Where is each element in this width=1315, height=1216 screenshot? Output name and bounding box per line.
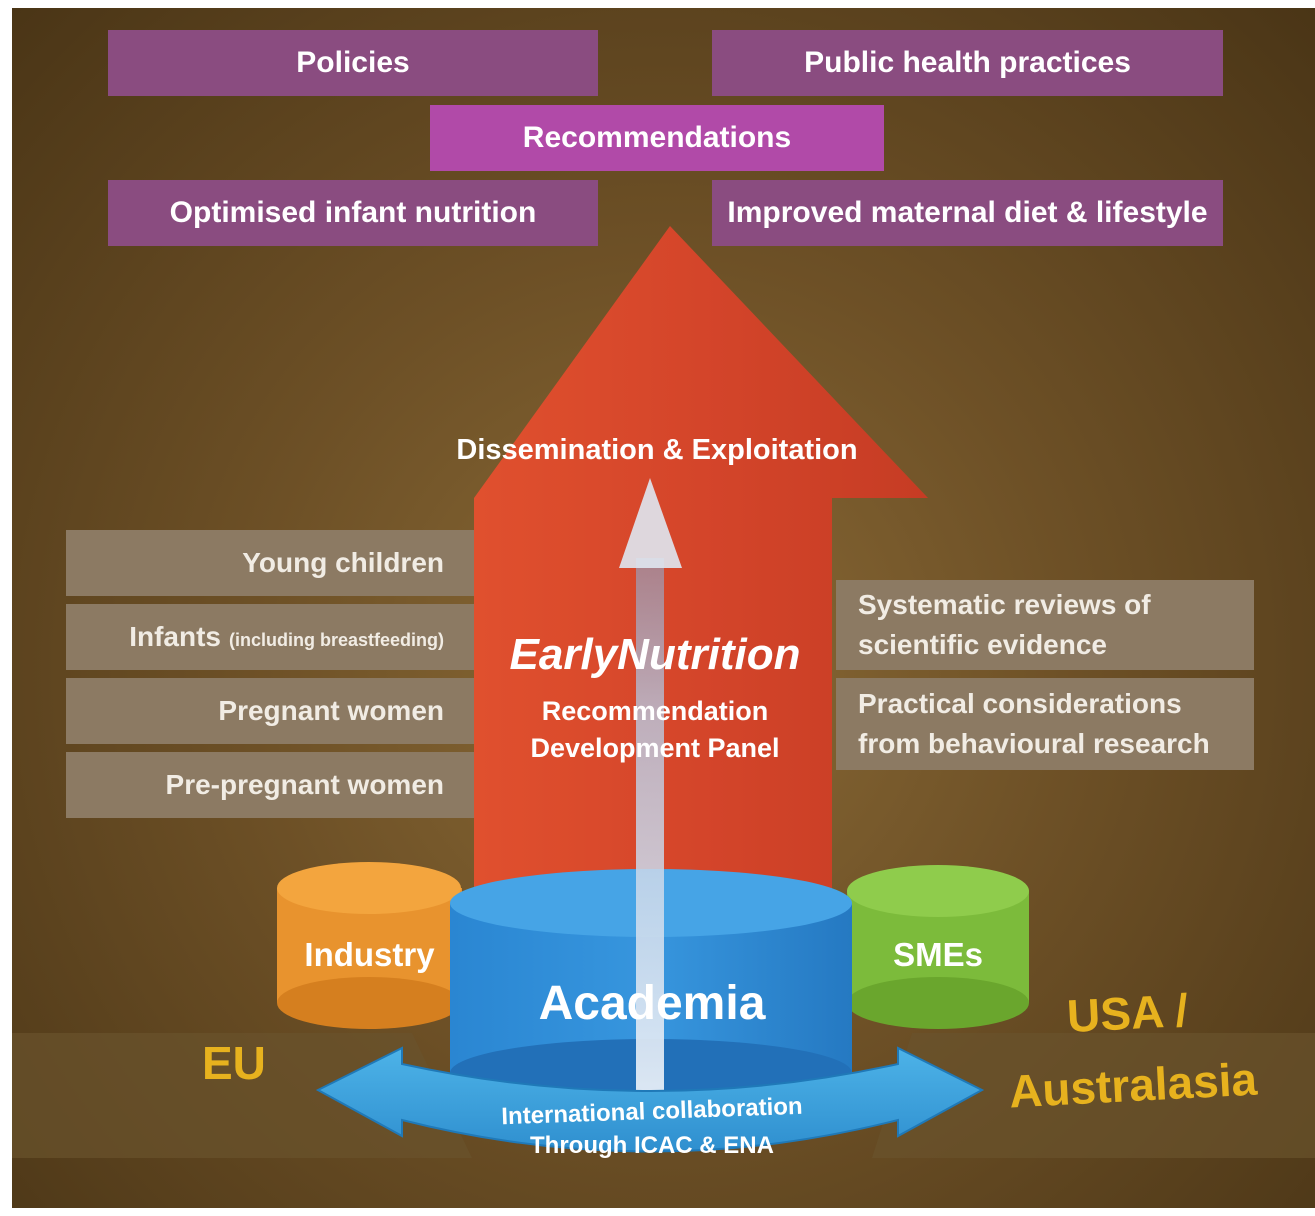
- diagram-graphics: [12, 226, 1315, 1158]
- smes-label: SMEs: [893, 936, 983, 973]
- usa-label-line-1: USA /: [1065, 983, 1190, 1043]
- infants-label: Infants: [129, 621, 221, 652]
- practical-line-1: Practical considerations: [858, 688, 1182, 719]
- panel-line-2: Development Panel: [530, 733, 780, 763]
- eu-label: EU: [202, 1037, 266, 1089]
- pre-pregnant-women-box: Pre-pregnant women: [66, 752, 474, 818]
- eu-floor: [12, 1033, 472, 1158]
- smes-cylinder: [847, 865, 1029, 1029]
- systematic-line-1: Systematic reviews of: [858, 589, 1151, 620]
- pre-pregnant-women-label: Pre-pregnant women: [165, 769, 444, 800]
- pregnant-women-box: Pregnant women: [66, 678, 474, 744]
- collaboration-arrow: [315, 1046, 985, 1153]
- practical-considerations-box: Practical considerations from behavioura…: [836, 678, 1254, 770]
- public-health-box: Public health practices: [712, 30, 1223, 96]
- usa-floor: [872, 1033, 1315, 1158]
- pregnant-women-label: Pregnant women: [218, 695, 444, 726]
- optimised-infant-box: Optimised infant nutrition: [108, 180, 598, 246]
- academia-label: Academia: [538, 977, 766, 1030]
- policies-box: Policies: [108, 30, 598, 96]
- public-health-label: Public health practices: [804, 46, 1131, 79]
- panel-title: EarlyNutrition: [509, 630, 801, 679]
- panel-line-1: Recommendation: [541, 696, 769, 726]
- dissemination-label: Dissemination & Exploitation: [456, 434, 858, 466]
- inner-up-arrow: [619, 478, 682, 1098]
- diagram-canvas: Policies Public health practices Recomme…: [12, 8, 1315, 1208]
- young-children-box: Young children: [66, 530, 474, 596]
- collaboration-line-2: Through ICAC & ENA: [530, 1132, 774, 1159]
- dissemination-arrow: [474, 226, 928, 913]
- recommendations-label: Recommendations: [522, 121, 792, 154]
- systematic-line-2: scientific evidence: [858, 629, 1108, 660]
- policies-label: Policies: [296, 46, 410, 79]
- optimised-infant-label: Optimised infant nutrition: [169, 196, 537, 229]
- infants-note: (including breastfeeding): [228, 629, 444, 650]
- young-children-label: Young children: [242, 547, 444, 578]
- systematic-reviews-box: Systematic reviews of scientific evidenc…: [836, 580, 1254, 670]
- industry-label: Industry: [304, 936, 435, 973]
- infants-box: Infants (including breastfeeding): [66, 604, 474, 670]
- improved-maternal-label: Improved maternal diet & lifestyle: [727, 196, 1208, 229]
- industry-cylinder: [277, 862, 462, 1029]
- recommendations-box: Recommendations: [430, 105, 884, 171]
- improved-maternal-box: Improved maternal diet & lifestyle: [712, 180, 1223, 246]
- practical-line-2: from behavioural research: [858, 728, 1210, 759]
